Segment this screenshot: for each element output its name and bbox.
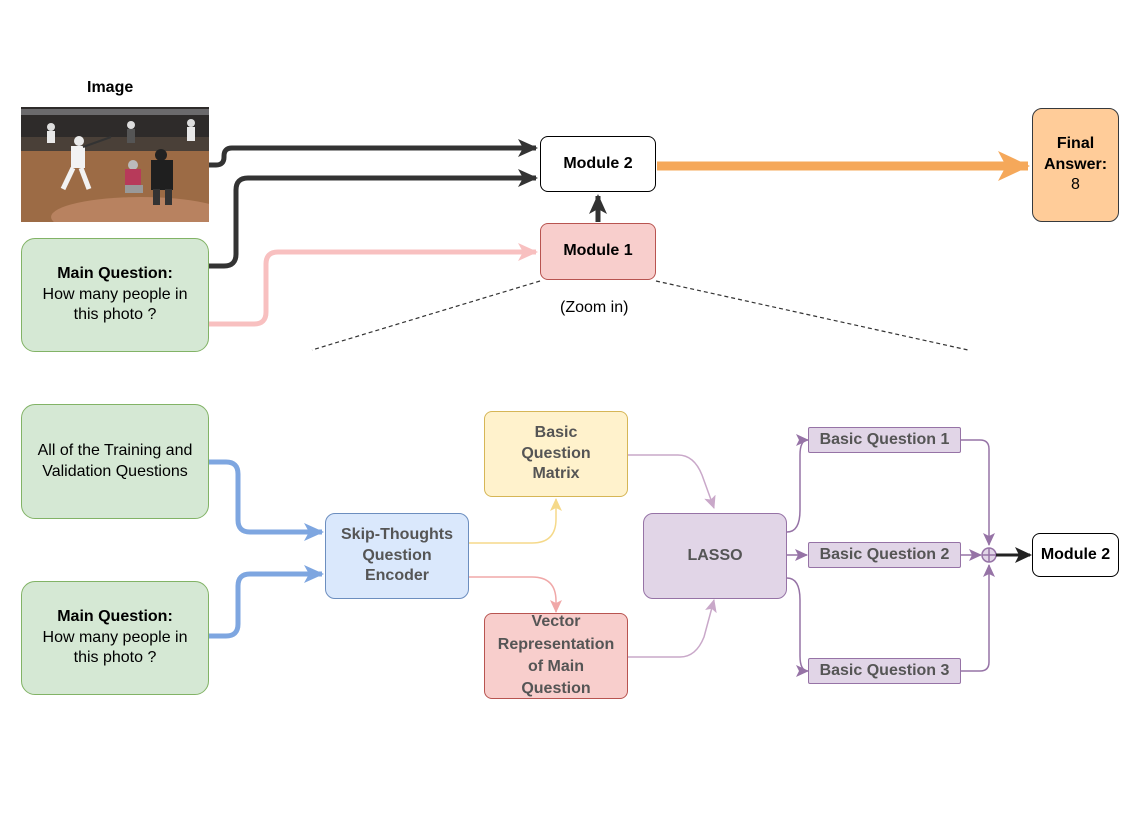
matrix-line3: Matrix — [532, 465, 580, 483]
module2-label: Module 2 — [563, 154, 633, 172]
vector-representation-box: Vector Representation of Main Question — [484, 613, 628, 699]
encoder-to-matrix-arrow — [469, 498, 562, 544]
module1-label: Module 1 — [563, 242, 633, 260]
basic-question-1-box: Basic Question 1 — [808, 427, 961, 453]
zoom-guide-left — [311, 280, 541, 351]
module2-box: Module 2 — [540, 136, 656, 192]
matrix-line1: Basic — [534, 423, 578, 441]
question-to-module2-arrow — [209, 169, 538, 269]
baseball-photo — [21, 107, 209, 222]
training-to-encoder-arrow — [209, 459, 324, 541]
vector-line1: Vector — [531, 613, 581, 631]
final-answer-title1: Final — [1056, 134, 1095, 152]
image-to-module2-arrow — [209, 139, 538, 168]
zoom-main-question-box: Main Question: How many people in this p… — [21, 581, 209, 695]
lasso-to-bq1-arrow — [786, 434, 809, 533]
zoom-module2-box: Module 2 — [1032, 533, 1119, 577]
matrix-line2: Question — [521, 444, 591, 462]
final-answer-box: Final Answer: 8 — [1032, 108, 1119, 222]
training-questions-line1: All of the Training and — [37, 441, 193, 459]
final-answer-value: 8 — [1071, 176, 1080, 194]
zoom-in-label: (Zoom in) — [560, 299, 629, 316]
encoder-line1: Skip-Thoughts — [341, 525, 453, 543]
encoder-line3: Encoder — [364, 567, 429, 585]
main-question-line2: this photo ? — [73, 306, 157, 324]
bq1-label: Basic Question 1 — [819, 430, 950, 448]
basic-question-matrix-box: Basic Question Matrix — [484, 411, 628, 497]
zoom-main-question-line1: How many people in — [42, 628, 188, 646]
vector-line2: Representation — [497, 635, 615, 653]
lasso-box: LASSO — [643, 513, 787, 599]
vector-line4: Question — [521, 680, 591, 698]
main-question-title: Main Question: — [57, 264, 173, 282]
bq1-to-sum-arrow — [961, 439, 995, 546]
encoder-line2: Question — [362, 546, 432, 564]
zoom-main-question-line2: this photo ? — [73, 649, 157, 667]
bq2-label: Basic Question 2 — [819, 545, 950, 563]
encoder-to-vector-arrow — [469, 576, 562, 613]
lasso-to-bq3-arrow — [786, 577, 809, 677]
module1-box: Module 1 — [540, 223, 656, 280]
mainq-to-encoder-arrow — [209, 565, 324, 639]
main-question-box: Main Question: How many people in this p… — [21, 238, 209, 352]
matrix-to-lasso-arrow — [628, 454, 716, 509]
sum-icon — [981, 547, 997, 563]
main-question-line1: How many people in — [42, 285, 188, 303]
training-questions-box: All of the Training and Validation Quest… — [21, 404, 209, 519]
training-questions-line2: Validation Questions — [42, 462, 188, 480]
vector-to-lasso-arrow — [628, 599, 717, 658]
bq3-label: Basic Question 3 — [819, 661, 950, 679]
encoder-box: Skip-Thoughts Question Encoder — [325, 513, 469, 599]
question-to-module1-arrow — [209, 243, 538, 327]
basic-question-3-box: Basic Question 3 — [808, 658, 961, 684]
zoom-module2-label: Module 2 — [1040, 545, 1111, 563]
basic-question-2-box: Basic Question 2 — [808, 542, 961, 568]
zoom-guide-right — [655, 280, 969, 351]
bq3-to-sum-arrow — [961, 564, 995, 672]
vector-line3: of Main — [528, 658, 584, 675]
final-answer-title2: Answer: — [1043, 155, 1108, 173]
image-label: Image — [87, 79, 134, 96]
zoom-main-question-title: Main Question: — [57, 607, 173, 625]
lasso-label: LASSO — [687, 546, 743, 564]
